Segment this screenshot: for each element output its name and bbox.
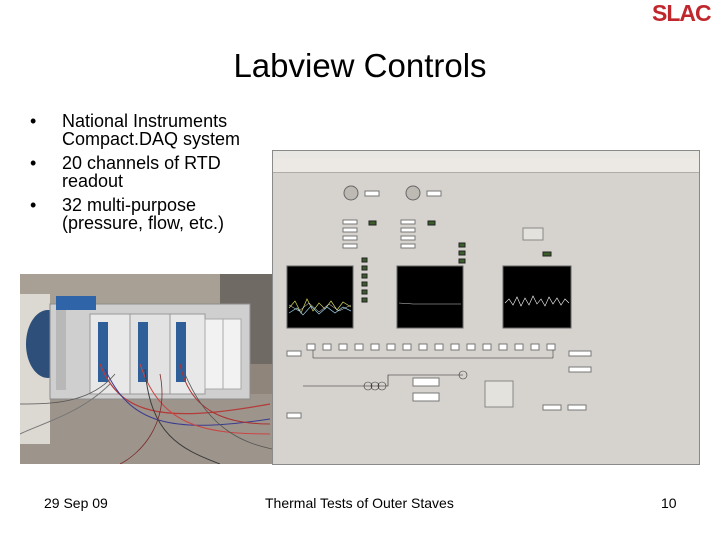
bullet-dot: • [30, 195, 37, 215]
svg-text:SLAC: SLAC [652, 0, 711, 26]
window-titlebar [273, 151, 699, 158]
bullet-item: • National Instruments Compact.DAQ syste… [30, 112, 270, 148]
slac-logo: SLAC [652, 0, 712, 26]
window-toolbar [273, 164, 699, 173]
bullet-item: • 20 channels of RTD readout [30, 154, 270, 190]
labview-panel-screenshot [272, 150, 700, 465]
page-number: 10 [661, 495, 677, 511]
bullet-text: National Instruments [62, 111, 228, 131]
bullet-text: Compact.DAQ system [62, 129, 241, 149]
bullet-text: readout [62, 171, 124, 191]
slide-title: Labview Controls [233, 47, 487, 84]
bullet-item: • 32 multi-purpose (pressure, flow, etc.… [30, 196, 270, 232]
labview-front-panel [286, 185, 592, 419]
window-menubar [273, 158, 699, 164]
footer-title: Thermal Tests of Outer Staves [265, 495, 454, 511]
bullet-text: 32 multi-purpose [62, 195, 197, 215]
bullet-dot: • [30, 153, 37, 173]
bullet-text: 20 channels of RTD [62, 153, 221, 173]
bullet-text: (pressure, flow, etc.) [62, 213, 225, 233]
daq-hardware-photo [20, 274, 272, 464]
footer-date: 29 Sep 09 [44, 495, 108, 511]
bullet-list: • National Instruments Compact.DAQ syste… [30, 112, 270, 238]
bullet-dot: • [30, 111, 37, 131]
